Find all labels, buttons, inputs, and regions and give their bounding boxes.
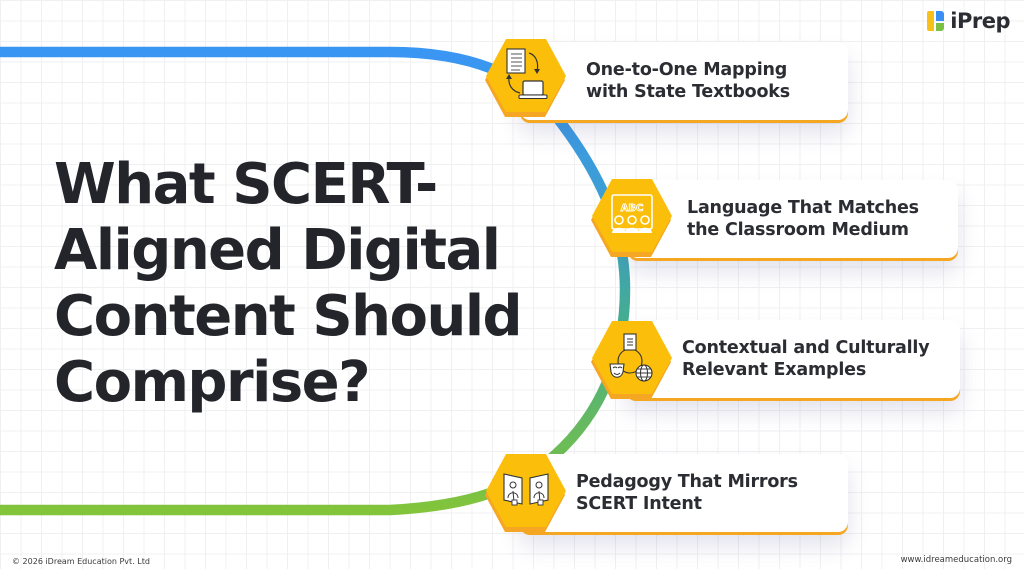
title-line: Comprise? bbox=[54, 350, 371, 415]
item-card-cultural-examples: Contextual and Culturally Relevant Examp… bbox=[626, 320, 960, 398]
title-line: Content Should bbox=[54, 284, 523, 349]
item-card-line: Contextual and Culturally bbox=[682, 338, 930, 358]
copyright-text: © 2026 iDream Education Pvt. Ltd bbox=[12, 557, 150, 566]
item-card-text: One-to-One Mapping with State Textbooks bbox=[586, 59, 790, 103]
logo-text: iPrep bbox=[950, 9, 1010, 33]
abc-classroom-icon: ABC bbox=[590, 177, 674, 257]
culture-mask-globe-document-icon bbox=[590, 319, 674, 399]
item-card-language-medium: Language That Matches the Classroom Medi… bbox=[628, 180, 958, 258]
item-card-line: the Classroom Medium bbox=[687, 220, 909, 240]
website-link[interactable]: www.idreameducation.org bbox=[900, 555, 1012, 565]
item-card-text: Pedagogy That Mirrors SCERT Intent bbox=[576, 471, 798, 515]
svg-text:ABC: ABC bbox=[621, 203, 644, 214]
item-card-line: Relevant Examples bbox=[682, 360, 867, 380]
textbook-to-laptop-sync-icon bbox=[484, 37, 568, 117]
iprep-logo[interactable]: iPrep bbox=[927, 9, 1010, 33]
teachers-boards-icon bbox=[484, 452, 568, 532]
item-card-line: Language That Matches bbox=[687, 198, 919, 218]
title-line: What SCERT- bbox=[54, 152, 438, 217]
title-line: Aligned Digital bbox=[54, 218, 501, 283]
item-card-line: with State Textbooks bbox=[586, 82, 790, 102]
item-card-line: Pedagogy That Mirrors bbox=[576, 472, 798, 492]
item-card-line: One-to-One Mapping bbox=[586, 60, 788, 80]
page-title: What SCERT- Aligned Digital Content Shou… bbox=[54, 152, 524, 416]
iprep-logo-blocks-icon bbox=[927, 11, 947, 31]
item-card-text: Language That Matches the Classroom Medi… bbox=[687, 197, 919, 241]
item-card-pedagogy: Pedagogy That Mirrors SCERT Intent bbox=[520, 454, 848, 532]
item-card-text: Contextual and Culturally Relevant Examp… bbox=[682, 337, 930, 381]
item-card-textbook-mapping: One-to-One Mapping with State Textbooks bbox=[520, 42, 848, 120]
item-card-line: SCERT Intent bbox=[576, 494, 702, 514]
